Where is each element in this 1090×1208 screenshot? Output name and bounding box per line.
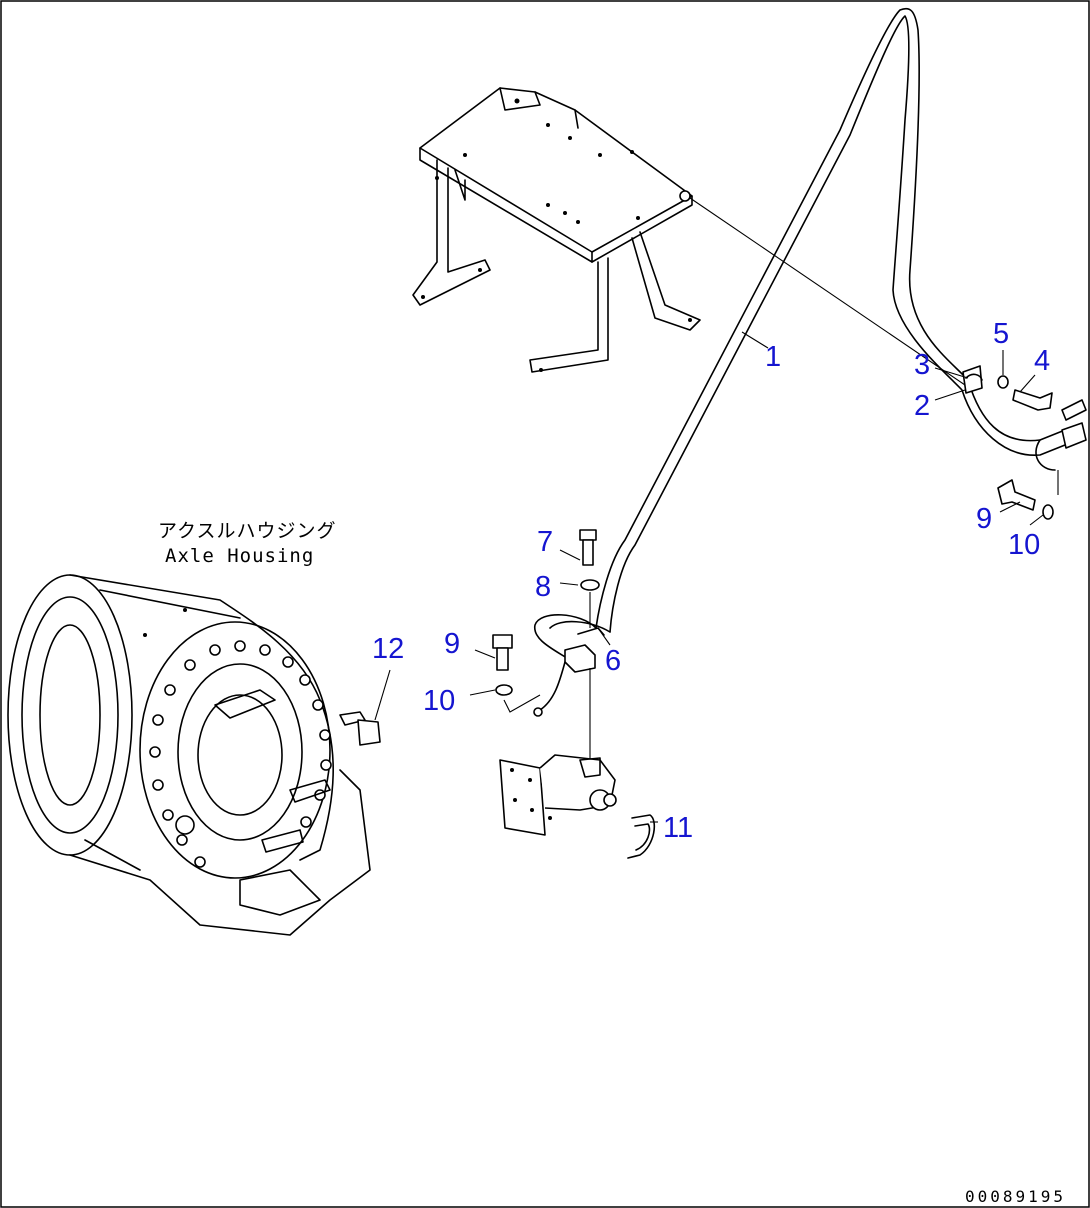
bolt-9-right (997, 479, 1036, 511)
bolt-12 (339, 711, 381, 746)
hose-end-fittings (1035, 399, 1087, 495)
leader-9-left (474, 649, 496, 659)
housing-label-jp: アクスルハウジング (158, 520, 336, 542)
part-label-2: 2 (914, 390, 930, 422)
washer-8 (580, 579, 600, 591)
leader-6-label (597, 627, 611, 646)
leader-12 (374, 669, 391, 721)
clip-11 (627, 814, 656, 859)
bolt-9-left (492, 634, 513, 671)
part-label-11: 11 (663, 812, 693, 844)
part-label-9-left: 9 (444, 628, 460, 660)
washer-5 (997, 375, 1009, 389)
bolt-7 (579, 529, 597, 566)
part-label-7: 7 (537, 526, 553, 558)
drawing-code: 00089195 (965, 1187, 1066, 1206)
clamp-2 (962, 365, 983, 394)
leader-fitting (689, 197, 966, 386)
mounting-bracket (412, 87, 701, 373)
leader-10-right (1029, 514, 1044, 526)
leader-9-right (999, 501, 1021, 513)
part-label-12: 12 (372, 633, 404, 665)
part-label-3: 3 (914, 349, 930, 381)
leader-10-left-label (469, 689, 496, 696)
part-label-5: 5 (993, 318, 1009, 350)
part-label-4: 4 (1034, 345, 1050, 377)
valve-bracket (499, 754, 617, 836)
part-label-1: 1 (765, 341, 781, 373)
part-label-8: 8 (535, 571, 551, 603)
leader-10-left (503, 694, 541, 713)
connector-6 (533, 627, 605, 717)
axle-housing (7, 574, 371, 936)
leader-2 (934, 389, 966, 401)
leader-4 (1019, 374, 1036, 393)
part-label-6: 6 (605, 645, 621, 677)
part-label-9-right: 9 (976, 503, 992, 535)
flange-bolts (149, 640, 332, 868)
bolt-4 (1012, 389, 1053, 411)
part-label-10-right: 10 (1008, 529, 1040, 561)
leader-7 (559, 549, 581, 561)
part-label-10-left: 10 (423, 685, 455, 717)
leader-3 (934, 367, 969, 379)
washer-10-left (495, 684, 513, 696)
washer-10-right (1042, 504, 1054, 520)
housing-label-en: Axle Housing (165, 545, 314, 567)
hose-1 (534, 7, 1066, 661)
leader-8-label (559, 582, 579, 586)
leader-1 (741, 331, 769, 349)
